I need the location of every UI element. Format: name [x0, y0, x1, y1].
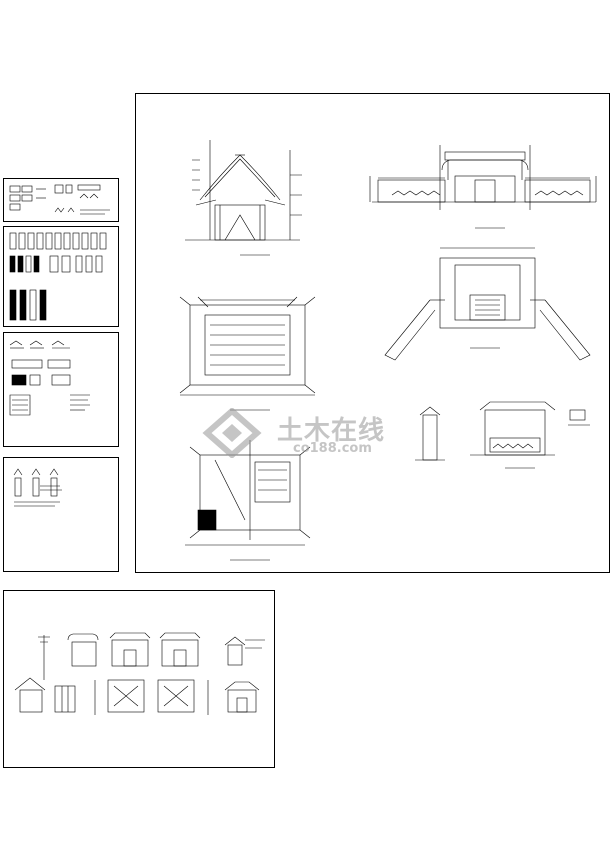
- floor-plan-drawing: [185, 440, 311, 561]
- wall-detail-drawing: [415, 401, 590, 469]
- sheet-main: [135, 93, 610, 573]
- details-1-drawing: [9, 232, 107, 321]
- section-drawing: [185, 140, 302, 256]
- sheet-elevations: [3, 590, 275, 768]
- sheet-details-2: [3, 332, 119, 447]
- details-3-drawing: [13, 468, 62, 507]
- details-2-drawing: [9, 340, 90, 416]
- index-drawing: [9, 184, 110, 215]
- roof-plan-drawing: [179, 296, 316, 411]
- sheet-index: [3, 178, 119, 222]
- front-elevation-drawing: [369, 145, 597, 229]
- site-plan-drawing: [384, 247, 591, 361]
- gate-elevations-drawing: [14, 632, 265, 715]
- sheet-details-3: [3, 457, 119, 572]
